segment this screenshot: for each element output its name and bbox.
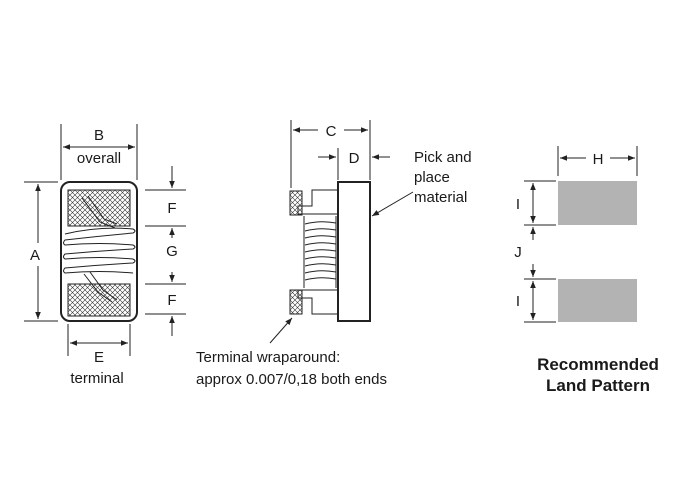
terminal-wraparound-callout-line1: Terminal wraparound: [196, 349, 340, 366]
dimension-a-label: A [30, 247, 40, 264]
land-pad-top [558, 181, 637, 225]
dimension-j-label: J [514, 244, 522, 261]
dimension-e-label: E [94, 349, 104, 366]
component-body-outline [60, 181, 138, 322]
pick-place-callout-line3: material [414, 189, 467, 206]
pick-place-callout-line1: Pick and [414, 149, 472, 166]
land-pad-bottom [558, 279, 637, 322]
dimension-g-label: G [166, 243, 178, 260]
pick-place-material-block [337, 181, 371, 322]
pick-place-callout-line2: place [414, 169, 450, 186]
top-terminal-side [289, 190, 303, 216]
terminal-wraparound-callout-line2: approx 0.007/0,18 both ends [196, 371, 387, 388]
dimension-c-label: C [326, 123, 337, 140]
dimension-f-top-label: F [167, 200, 176, 217]
front-view: B overall A E terminal F G F [24, 124, 186, 387]
dimension-e-sublabel: terminal [70, 370, 123, 387]
dimension-h-label: H [593, 151, 604, 168]
dimension-b-sublabel: overall [77, 150, 121, 167]
side-winding [303, 216, 337, 288]
dimension-d-label: D [349, 150, 360, 167]
land-pattern-title-line2: Land Pattern [546, 376, 650, 395]
side-view: C D Pick and place material Terminal wra… [196, 120, 472, 388]
dimension-i-bottom-label: I [516, 293, 520, 310]
land-pattern-title-line1: Recommended [537, 355, 659, 374]
wire-winding [63, 195, 136, 303]
bottom-terminal-hatch [67, 283, 131, 317]
bottom-terminal-side [289, 289, 303, 315]
dimension-f-bottom-label: F [167, 292, 176, 309]
land-pattern: H I J I Recommended Land Pattern [514, 146, 659, 395]
dimension-i-top-label: I [516, 196, 520, 213]
dimension-b-label: B [94, 127, 104, 144]
